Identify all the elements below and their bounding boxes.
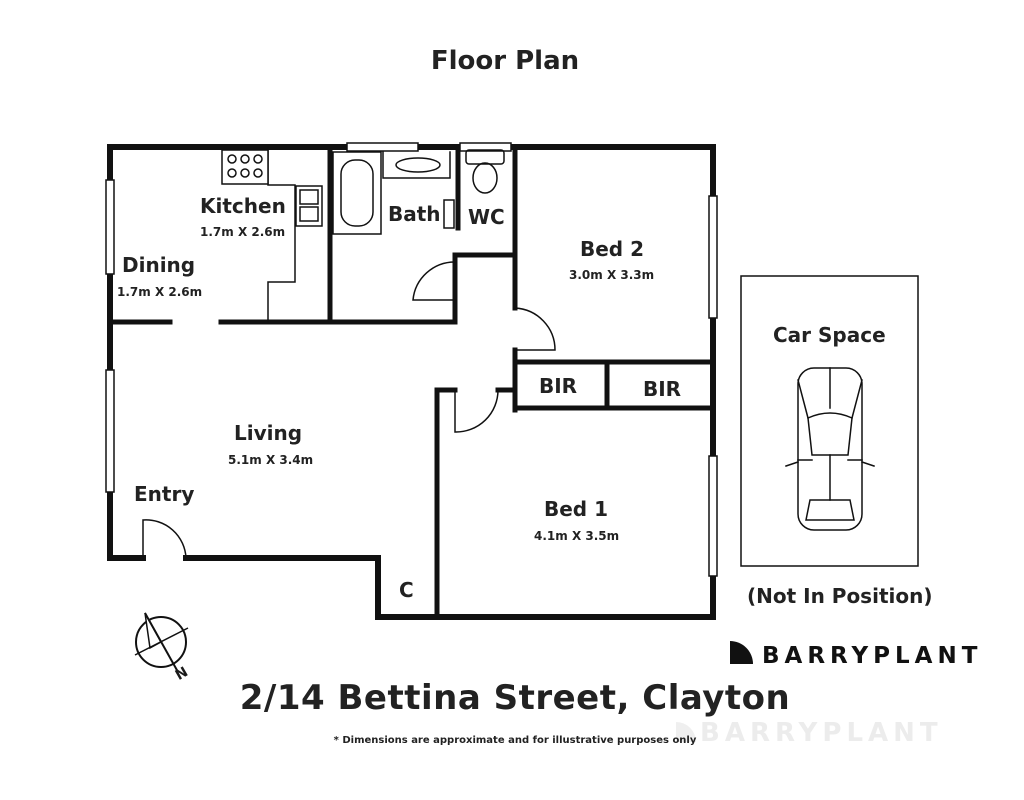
brand-watermark: BARRYPLANT — [700, 718, 943, 748]
property-address: 2/14 Bettina Street, Clayton — [239, 678, 791, 718]
room-dims-bed2: 3.0m X 3.3m — [569, 268, 655, 282]
brand-name: BARRYPLANT — [762, 643, 983, 669]
kitchen-fixtures — [221, 146, 323, 323]
bath-fixtures — [332, 151, 455, 235]
toilet-fixture — [465, 149, 505, 194]
dimensions-disclaimer: * Dimensions are approximate and for ill… — [333, 735, 697, 746]
room-label-bir-2: BIR — [643, 377, 682, 401]
car-space-note: (Not In Position) — [747, 584, 933, 608]
brand-logo-icon — [730, 641, 753, 664]
room-label-dining: Dining — [122, 253, 196, 277]
room-dims-dining: 1.7m X 2.6m — [117, 285, 203, 299]
room-label-cupboard: C — [399, 578, 414, 602]
room-label-entry: Entry — [134, 482, 195, 506]
car-space-box — [740, 275, 919, 567]
page-title: Floor Plan — [430, 46, 580, 76]
room-label-bir-1: BIR — [539, 374, 578, 398]
interior-walls — [107, 144, 716, 620]
room-label-bed1: Bed 1 — [544, 497, 609, 521]
car-space-label: Car Space — [773, 323, 886, 347]
room-label-bed2: Bed 2 — [580, 237, 645, 261]
room-dims-kitchen: 1.7m X 2.6m — [200, 225, 286, 239]
room-dims-bed1: 4.1m X 3.5m — [534, 529, 620, 543]
brand-watermark-icon — [676, 722, 696, 742]
room-dims-living: 5.1m X 3.4m — [228, 453, 314, 467]
room-label-wc: WC — [468, 205, 505, 229]
windows — [105, 142, 718, 577]
door-swings — [142, 261, 556, 559]
room-label-kitchen: Kitchen — [200, 194, 286, 218]
room-label-living: Living — [234, 421, 303, 445]
car-icon — [785, 367, 875, 531]
room-label-bath: Bath — [388, 202, 441, 226]
north-compass-icon — [134, 612, 189, 673]
